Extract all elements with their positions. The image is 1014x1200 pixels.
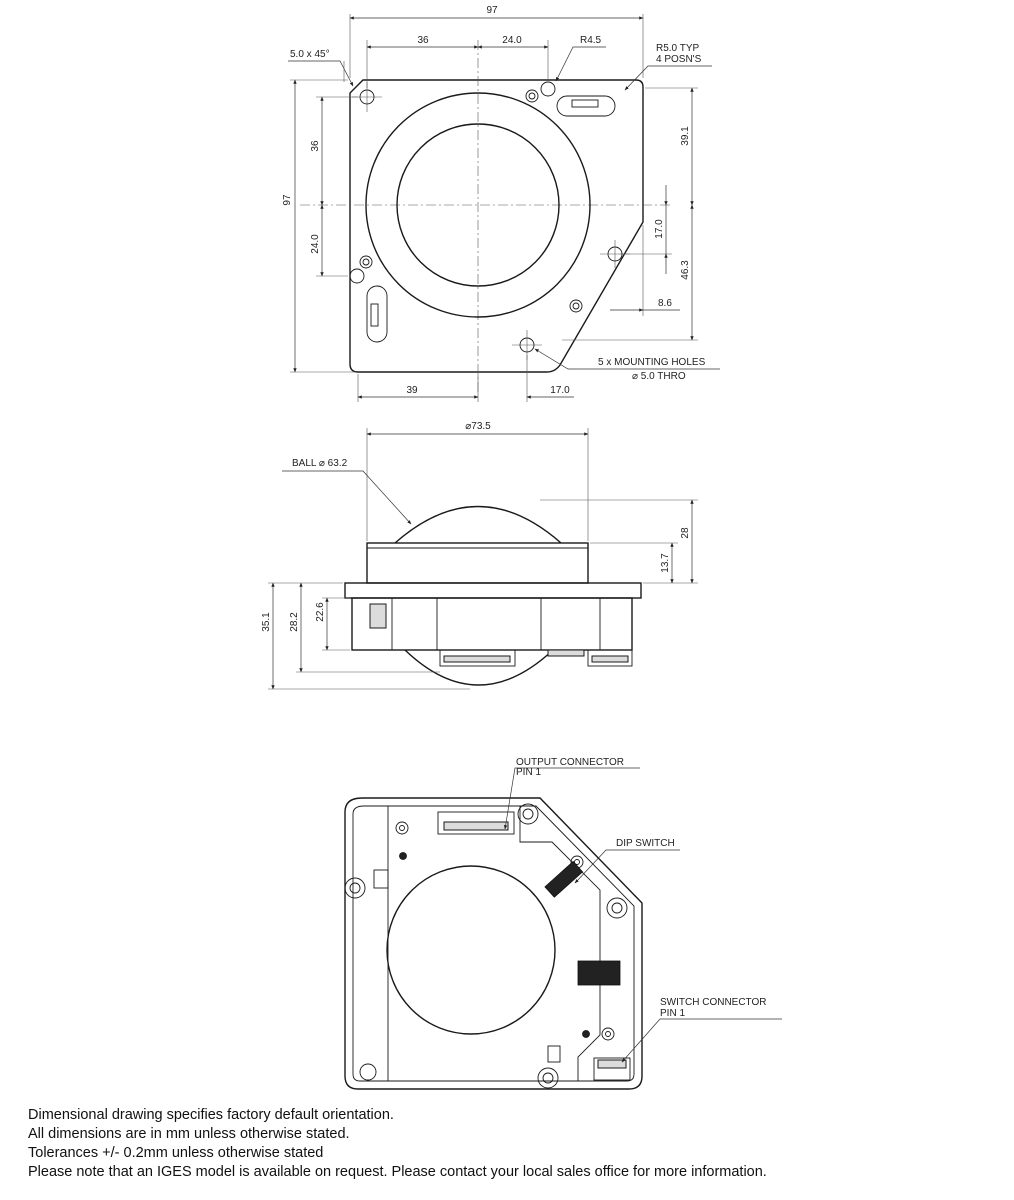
screw-icon [569,299,583,313]
bezel-ring [365,92,591,318]
screw-icon [395,821,409,835]
slide-switch [556,95,616,117]
mounting-hole [540,81,556,97]
bezel [366,542,589,584]
ball-underside [386,865,556,1035]
ic-chip [577,960,621,986]
dim-right-bottom: 46.3 [680,260,691,280]
label-switch-connector-line2: PIN 1 [660,1008,685,1019]
side-view: ⌀73.5 BALL ⌀ 63.2 28 13.7 35.1 28.2 22.6 [261,421,698,690]
dim-bottom-right: 17.0 [550,385,570,396]
switch-connector [587,649,633,667]
dim-overall-width: 97 [486,5,498,16]
top-view-outline [349,79,644,373]
dim-bottom-left: 39 [406,385,418,396]
dim-overall-height: 97 [282,194,293,206]
dim-corner-radius: R4.5 [580,35,602,46]
dim-bezel-height: 13.7 [660,553,671,573]
switch-connector [593,1057,631,1081]
screw-icon [359,255,373,269]
mounting-hole [349,268,365,284]
note-line: All dimensions are in mm unless otherwis… [28,1126,350,1142]
note-positions: 4 POSN'S [656,54,702,65]
note-line: Dimensional drawing specifies factory de… [28,1107,394,1123]
note-holes-line2: ⌀ 5.0 THRO [632,371,686,382]
note-line: Tolerances +/- 0.2mm unless otherwise st… [28,1145,324,1161]
dim-hole-top-y: 36 [310,140,321,152]
label-ball: BALL ⌀ 63.2 [292,458,348,469]
label-output-connector-line1: OUTPUT CONNECTOR [516,757,624,768]
ball-outline [396,123,560,287]
dim-bezel-diameter: ⌀73.5 [465,421,491,432]
output-connector [437,811,515,835]
top-view: 97 36 24.0 R4.5 5.0 x 45° R5.0 TYP 4 POS… [282,5,720,402]
bottom-view: OUTPUT CONNECTOR PIN 1 DIP SWITCH SWITCH… [344,757,782,1090]
dim-offset: 8.6 [658,298,672,309]
ball-dome [394,505,562,544]
housing [351,597,633,651]
dim-mid: 28.2 [289,612,300,632]
label-switch-connector-line1: SWITCH CONNECTOR [660,997,766,1008]
dim-right-mid: 17.0 [654,219,665,239]
dim-chamfer: 5.0 x 45° [290,49,330,60]
bottom-view-outline [344,797,643,1090]
label-output-connector-line2: PIN 1 [516,767,541,778]
dim-hole-right-x: 24.0 [502,35,522,46]
dim-body: 22.6 [315,602,326,622]
circuit-board [387,805,601,1082]
screw-icon [525,89,539,103]
dim-hole-bottom-y: 24.0 [310,234,321,254]
dim-height-above: 28 [680,527,691,539]
note-radius: R5.0 TYP [656,43,699,54]
dim-hole-left-x: 36 [417,35,429,46]
note-holes-line1: 5 x MOUNTING HOLES [598,357,706,368]
slide-switch [366,285,388,343]
note-line: Please note that an IGES model is availa… [28,1164,767,1180]
mounting-plate [344,582,642,599]
drawing-notes: Dimensional drawing specifies factory de… [28,1106,988,1182]
dip-switch [544,860,584,898]
output-connector [439,649,516,667]
dim-total: 35.1 [261,612,272,632]
screw-icon [601,1027,615,1041]
label-dip-switch: DIP SWITCH [616,838,675,849]
dim-right-top: 39.1 [680,126,691,146]
